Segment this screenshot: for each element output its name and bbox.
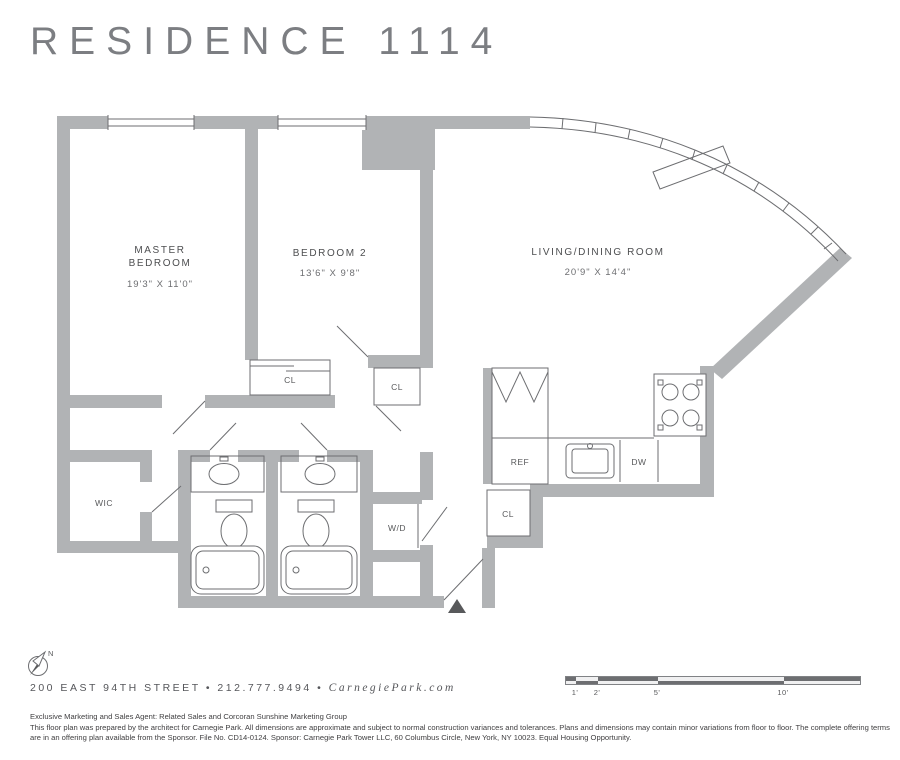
scale-tick-10ft: 10' bbox=[777, 688, 789, 697]
master-door-swing bbox=[172, 400, 206, 435]
legal-body-text: This floor plan was prepared by the arch… bbox=[30, 723, 890, 742]
room-label-bedroom2: BEDROOM 2 13'6" X 9'8" bbox=[293, 248, 367, 279]
legal-text: Exclusive Marketing and Sales Agent: Rel… bbox=[30, 712, 892, 742]
toilet-2 bbox=[302, 513, 330, 549]
stove bbox=[653, 373, 707, 437]
scale-tick-2ft: 2' bbox=[593, 688, 601, 697]
walls bbox=[57, 116, 852, 608]
svg-text:13'6" X 9'8": 13'6" X 9'8" bbox=[300, 268, 360, 279]
closet1-label: CL bbox=[284, 375, 296, 385]
wic-door-swing bbox=[151, 485, 182, 513]
bedroom2-door-swing bbox=[336, 325, 369, 358]
wic-label: WIC bbox=[95, 498, 113, 508]
wd-label: W/D bbox=[388, 523, 406, 533]
sink-2 bbox=[304, 463, 336, 485]
bath2-door-swing bbox=[300, 422, 328, 451]
refrigerator bbox=[491, 437, 549, 485]
sink-1 bbox=[208, 463, 240, 485]
faucet-icon bbox=[587, 443, 593, 449]
bathroom-fixtures bbox=[190, 455, 358, 595]
room-label-living: LIVING/DINING ROOM 20'9" X 14'4" bbox=[531, 247, 664, 278]
closet3-label: CL bbox=[502, 509, 514, 519]
svg-text:BEDROOM 2: BEDROOM 2 bbox=[293, 248, 367, 259]
closet1-box bbox=[249, 359, 331, 396]
page-title: RESIDENCE 1114 bbox=[30, 20, 504, 63]
scale-bar-graphic bbox=[565, 676, 861, 685]
entry-door-swing bbox=[443, 558, 484, 601]
closet3-box bbox=[486, 489, 531, 537]
closet2-door-swing bbox=[375, 405, 402, 432]
window-convector-unit bbox=[652, 145, 731, 190]
window-master bbox=[107, 115, 195, 130]
tub-1 bbox=[190, 545, 265, 595]
toilet-tank-2 bbox=[297, 499, 335, 513]
vanity-2 bbox=[280, 455, 358, 493]
tub-drain-1 bbox=[202, 566, 210, 574]
tub-drain-2 bbox=[292, 566, 300, 574]
closets bbox=[249, 359, 549, 548]
compass-icon: N bbox=[28, 649, 53, 676]
toilet-1 bbox=[220, 513, 248, 549]
closet2-label: CL bbox=[391, 382, 403, 392]
street-phone-text: 200 EAST 94TH STREET • 212.777.9494 • bbox=[30, 682, 324, 694]
svg-text:19'3" X 11'0": 19'3" X 11'0" bbox=[127, 279, 193, 290]
svg-text:20'9" X 14'4": 20'9" X 14'4" bbox=[565, 267, 632, 278]
north-label: N bbox=[48, 649, 53, 658]
legal-agent-line: Exclusive Marketing and Sales Agent: Rel… bbox=[30, 712, 348, 721]
doors bbox=[151, 325, 484, 613]
curved-window-wall bbox=[529, 116, 847, 262]
closet2-box bbox=[373, 367, 421, 406]
address-line: 200 EAST 94TH STREET • 212.777.9494 • Ca… bbox=[30, 682, 456, 694]
scale-bar: 1' 2' 5' 10' bbox=[565, 676, 861, 700]
window-bedroom2 bbox=[277, 115, 367, 130]
bifold-doors bbox=[491, 370, 549, 404]
pantry-box bbox=[491, 367, 549, 439]
bath1-door-swing bbox=[209, 422, 237, 451]
tub-2 bbox=[280, 545, 358, 595]
svg-text:BEDROOM: BEDROOM bbox=[129, 258, 192, 269]
svg-text:MASTER: MASTER bbox=[134, 245, 185, 256]
wd-door-swing bbox=[421, 506, 448, 542]
room-label-master: MASTER BEDROOM 19'3" X 11'0" bbox=[127, 245, 193, 290]
ref-label: REF bbox=[511, 457, 530, 467]
scale-tick-1ft: 1' bbox=[571, 688, 579, 697]
scale-tick-5ft: 5' bbox=[653, 688, 661, 697]
entry-marker-icon bbox=[448, 599, 466, 613]
kitchen-fixtures bbox=[548, 373, 707, 482]
svg-text:LIVING/DINING ROOM: LIVING/DINING ROOM bbox=[531, 247, 664, 258]
vanity-1 bbox=[190, 455, 265, 493]
website-text: CarnegiePark.com bbox=[328, 682, 456, 694]
toilet-tank-1 bbox=[215, 499, 253, 513]
dw-label: DW bbox=[631, 457, 646, 467]
